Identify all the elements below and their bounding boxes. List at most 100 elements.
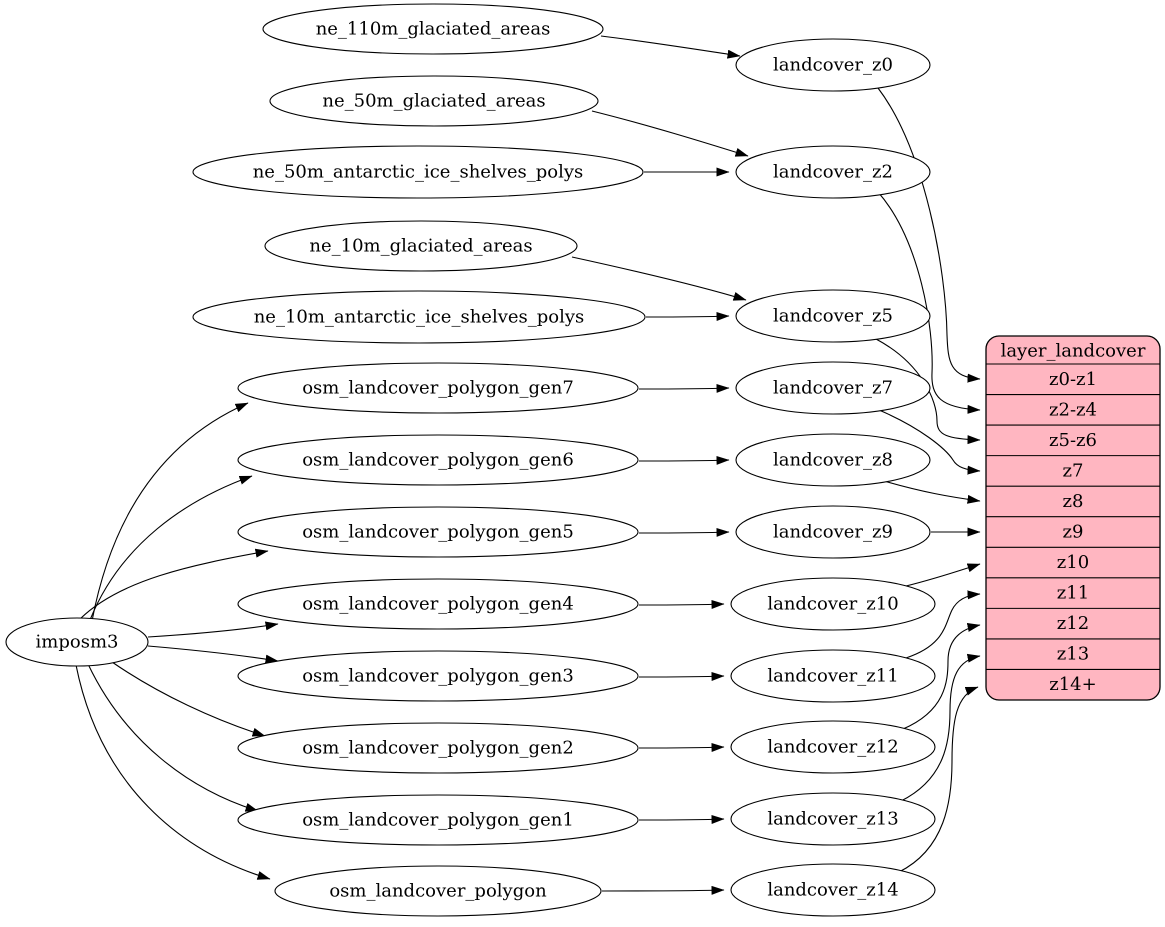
- node-label-landcover_z5: landcover_z5: [773, 306, 893, 327]
- node-label-ne_10m_glaciated_areas: ne_10m_glaciated_areas: [309, 236, 532, 257]
- node-label-osm_landcover_polygon: osm_landcover_polygon: [329, 881, 547, 902]
- node-imposm3: imposm3: [5, 617, 149, 667]
- node-ellipse-landcover_z9: [735, 505, 931, 559]
- table-row-z14+: z14+: [1049, 674, 1096, 695]
- node-landcover_z13: landcover_z13: [730, 792, 936, 846]
- node-label-imposm3: imposm3: [36, 632, 119, 653]
- edge-osm_landcover_polygon_gen7-to-landcover_z7: [638, 383, 730, 393]
- node-landcover_z10: landcover_z10: [730, 577, 936, 631]
- edge-ne_50m_glaciated_areas-to-landcover_z2: [591, 110, 749, 157]
- node-ellipse-landcover_z13: [730, 792, 936, 846]
- node-ellipse-landcover_z12: [730, 720, 936, 774]
- table-row-z8: z8: [1063, 491, 1084, 512]
- node-osm_landcover_polygon_gen2: osm_landcover_polygon_gen2: [237, 722, 639, 774]
- edges-layer: [75, 35, 981, 895]
- node-label-ne_50m_antarctic_ice_shelves_polys: ne_50m_antarctic_ice_shelves_polys: [253, 162, 584, 183]
- node-ellipse-osm_landcover_polygon_gen1: [237, 794, 639, 846]
- node-ellipse-landcover_z7: [735, 361, 931, 415]
- table-background: [985, 335, 1161, 701]
- edge-ne_10m_glaciated_areas-to-landcover_z5: [571, 256, 747, 301]
- node-landcover_z0: landcover_z0: [735, 38, 931, 92]
- node-ellipse-osm_landcover_polygon_gen5: [237, 506, 639, 558]
- node-ellipse-osm_landcover_polygon_gen4: [237, 578, 639, 630]
- edge-osm_landcover_polygon_gen1-to-landcover_z13: [638, 814, 725, 824]
- node-ellipse-imposm3: [5, 617, 149, 667]
- node-label-landcover_z11: landcover_z11: [767, 666, 898, 687]
- node-ellipse-landcover_z0: [735, 38, 931, 92]
- edge-landcover_z2-to-layer_landcover-z2-z4: [877, 191, 981, 414]
- edge-imposm3-to-osm_landcover_polygon_gen1: [87, 663, 259, 812]
- table-row-z11: z11: [1057, 583, 1089, 604]
- node-ellipse-ne_10m_glaciated_areas: [264, 220, 578, 272]
- table-row-z13: z13: [1057, 644, 1089, 665]
- node-ellipse-osm_landcover_polygon_gen6: [237, 434, 639, 486]
- table-row-z7: z7: [1063, 460, 1084, 481]
- node-label-osm_landcover_polygon_gen1: osm_landcover_polygon_gen1: [302, 810, 574, 831]
- edge-osm_landcover_polygon_gen3-to-landcover_z11: [638, 671, 725, 681]
- edge-imposm3-to-osm_landcover_polygon_gen4: [147, 621, 279, 638]
- node-landcover_z9: landcover_z9: [735, 505, 931, 559]
- edge-landcover_z5-to-layer_landcover-z5-z6: [875, 338, 981, 445]
- edge-osm_landcover_polygon_gen2-to-landcover_z12: [638, 742, 725, 752]
- node-landcover_z5: landcover_z5: [735, 289, 931, 343]
- node-ellipse-osm_landcover_polygon_gen7: [237, 362, 639, 414]
- table-row-z12: z12: [1057, 613, 1089, 634]
- edge-landcover_z13-to-layer_landcover-z13: [900, 653, 981, 802]
- edge-landcover_z7-to-layer_landcover-z7: [878, 409, 981, 475]
- node-osm_landcover_polygon_gen5: osm_landcover_polygon_gen5: [237, 506, 639, 558]
- node-landcover_z8: landcover_z8: [735, 433, 931, 487]
- node-osm_landcover_polygon_gen3: osm_landcover_polygon_gen3: [237, 650, 639, 702]
- node-label-landcover_z14: landcover_z14: [767, 880, 898, 901]
- node-label-landcover_z9: landcover_z9: [773, 522, 893, 543]
- node-ne_50m_antarctic_ice_shelves_polys: ne_50m_antarctic_ice_shelves_polys: [192, 145, 644, 199]
- node-ellipse-landcover_z14: [730, 863, 936, 917]
- edge-osm_landcover_polygon_gen5-to-landcover_z9: [638, 527, 730, 537]
- node-label-osm_landcover_polygon_gen3: osm_landcover_polygon_gen3: [302, 666, 574, 687]
- node-osm_landcover_polygon_gen7: osm_landcover_polygon_gen7: [237, 362, 639, 414]
- node-landcover_z14: landcover_z14: [730, 863, 936, 917]
- node-label-ne_110m_glaciated_areas: ne_110m_glaciated_areas: [316, 19, 551, 40]
- edge-landcover_z11-to-layer_landcover-z11: [905, 590, 981, 659]
- node-label-osm_landcover_polygon_gen6: osm_landcover_polygon_gen6: [302, 450, 574, 471]
- table-title: layer_landcover: [1001, 341, 1146, 362]
- edge-imposm3-to-osm_landcover_polygon_gen6: [89, 475, 253, 621]
- edge-landcover_z12-to-layer_landcover-z12: [902, 623, 981, 730]
- node-ellipse-ne_50m_antarctic_ice_shelves_polys: [192, 145, 644, 199]
- node-ellipse-osm_landcover_polygon: [274, 865, 602, 917]
- node-label-ne_10m_antarctic_ice_shelves_polys: ne_10m_antarctic_ice_shelves_polys: [254, 307, 585, 328]
- node-ellipse-landcover_z5: [735, 289, 931, 343]
- node-ellipse-ne_110m_glaciated_areas: [262, 3, 604, 55]
- node-label-osm_landcover_polygon_gen5: osm_landcover_polygon_gen5: [302, 522, 574, 543]
- node-osm_landcover_polygon: osm_landcover_polygon: [274, 865, 602, 917]
- node-ne_110m_glaciated_areas: ne_110m_glaciated_areas: [262, 3, 604, 55]
- node-ne_50m_glaciated_areas: ne_50m_glaciated_areas: [269, 75, 599, 127]
- edge-imposm3-to-osm_landcover_polygon_gen7: [91, 402, 249, 622]
- node-label-landcover_z7: landcover_z7: [773, 378, 893, 399]
- edge-osm_landcover_polygon_gen6-to-landcover_z8: [638, 455, 730, 465]
- node-label-osm_landcover_polygon_gen2: osm_landcover_polygon_gen2: [302, 738, 574, 759]
- edge-landcover_z0-to-layer_landcover-z0-z1: [877, 87, 981, 383]
- node-ellipse-landcover_z2: [735, 145, 931, 199]
- node-label-landcover_z10: landcover_z10: [767, 594, 898, 615]
- table-layer-landcover: layer_landcoverz0-z1z2-z4z5-z6z7z8z9z10z…: [985, 335, 1161, 701]
- nodes-layer: imposm3 ne_110m_glaciated_areas ne_50m_gla…: [5, 3, 936, 917]
- edge-imposm3-to-osm_landcover_polygon_gen5: [79, 548, 269, 620]
- node-landcover_z2: landcover_z2: [735, 145, 931, 199]
- edge-landcover_z10-to-layer_landcover-z10: [905, 563, 981, 587]
- edge-ne_10m_antarctic_ice_shelves_polys-to-landcover_z5: [645, 311, 730, 321]
- node-ne_10m_glaciated_areas: ne_10m_glaciated_areas: [264, 220, 578, 272]
- edge-landcover_z14-to-layer_landcover-z14+: [898, 686, 979, 873]
- node-label-osm_landcover_polygon_gen4: osm_landcover_polygon_gen4: [302, 594, 574, 615]
- node-label-landcover_z13: landcover_z13: [767, 809, 898, 830]
- table-row-z10: z10: [1057, 552, 1089, 573]
- edge-osm_landcover_polygon-to-landcover_z14: [601, 885, 725, 895]
- node-ellipse-ne_10m_antarctic_ice_shelves_polys: [192, 290, 646, 344]
- node-ne_10m_antarctic_ice_shelves_polys: ne_10m_antarctic_ice_shelves_polys: [192, 290, 646, 344]
- node-label-landcover_z2: landcover_z2: [773, 162, 893, 183]
- edge-landcover_z8-to-layer_landcover-z8: [883, 480, 981, 504]
- node-label-landcover_z0: landcover_z0: [773, 55, 893, 76]
- node-ellipse-landcover_z8: [735, 433, 931, 487]
- edge-osm_landcover_polygon_gen4-to-landcover_z10: [638, 599, 725, 609]
- node-osm_landcover_polygon_gen4: osm_landcover_polygon_gen4: [237, 578, 639, 630]
